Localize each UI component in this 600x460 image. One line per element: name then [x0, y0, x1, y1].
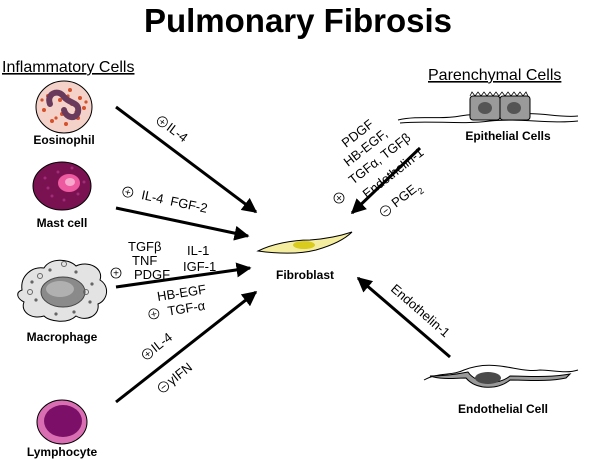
parenchymal-cells-header: Parenchymal Cells — [428, 67, 561, 84]
minus-symbol: − — [158, 381, 170, 393]
eosinophil-label: Eosinophil — [33, 133, 94, 147]
inflammatory-cells-header: Inflammatory Cells — [2, 59, 134, 76]
minus-sign-icon — [158, 381, 169, 393]
macrophage-pdgf-label: PDGF — [134, 267, 170, 282]
plus-sign-icon — [142, 348, 153, 360]
fibroblast-label: Fibroblast — [276, 268, 334, 282]
macrophage-igf1-label: IGF-1 — [183, 259, 216, 274]
mast-cell-image — [32, 161, 92, 211]
mast-cell-arrow — [115, 206, 250, 241]
diagram-title: Pulmonary Fibrosis — [144, 2, 452, 39]
lymphocyte-ifn-label: γIFN — [164, 359, 195, 388]
macrophage-arrow — [115, 262, 252, 289]
macrophage-il1-label: IL-1 — [187, 243, 209, 258]
macrophage-tgfb-label: TGFβ — [128, 239, 161, 254]
plus-symbol: + — [150, 309, 158, 321]
mast-cell-factors-label: IL-4 FGF-2 — [140, 187, 209, 216]
endothelial-cell-label: Endothelial Cell — [458, 402, 548, 416]
endothelial-cell-image — [423, 364, 579, 388]
lymphocyte-label: Lymphocyte — [27, 445, 98, 459]
plus-symbol: + — [124, 187, 132, 199]
epithelial-cells-label: Epithelial Cells — [465, 129, 551, 143]
macrophage-cell-image — [17, 259, 107, 322]
eosinophil-il4-label: IL-4 — [164, 120, 191, 145]
plus-symbol: + — [113, 269, 119, 280]
plus-symbol: + — [142, 348, 154, 360]
pge-text: PGE — [388, 181, 419, 210]
plus-sign-icon — [122, 186, 134, 198]
times-symbol: × — [336, 194, 342, 205]
times-sign-icon — [333, 192, 345, 204]
plus-sign-icon — [157, 116, 168, 128]
epithelial-cells-image — [397, 91, 579, 124]
minus-symbol: − — [380, 205, 392, 217]
endothelial-arrow — [356, 276, 451, 359]
epithelial-pge2-label: PGE2 — [388, 178, 425, 213]
macrophage-tgfa-label: TGF-α — [166, 298, 206, 319]
plus-sign-icon — [110, 267, 122, 279]
macrophage-tnf-label: TNF — [132, 253, 157, 268]
lymphocyte-cell-image — [36, 399, 88, 445]
plus-sign-icon — [148, 308, 160, 320]
plus-symbol: + — [156, 116, 167, 128]
pge-subscript: 2 — [416, 185, 426, 196]
epithelial-arrow — [350, 146, 422, 215]
macrophage-label: Macrophage — [27, 330, 98, 344]
minus-sign-icon — [380, 205, 391, 217]
lymphocyte-arrow — [115, 290, 258, 404]
mast-cell-label: Mast cell — [37, 216, 88, 230]
eosinophil-arrow — [115, 105, 258, 214]
fibroblast-cell-image — [256, 231, 353, 254]
eosinophil-cell-image — [35, 80, 93, 134]
